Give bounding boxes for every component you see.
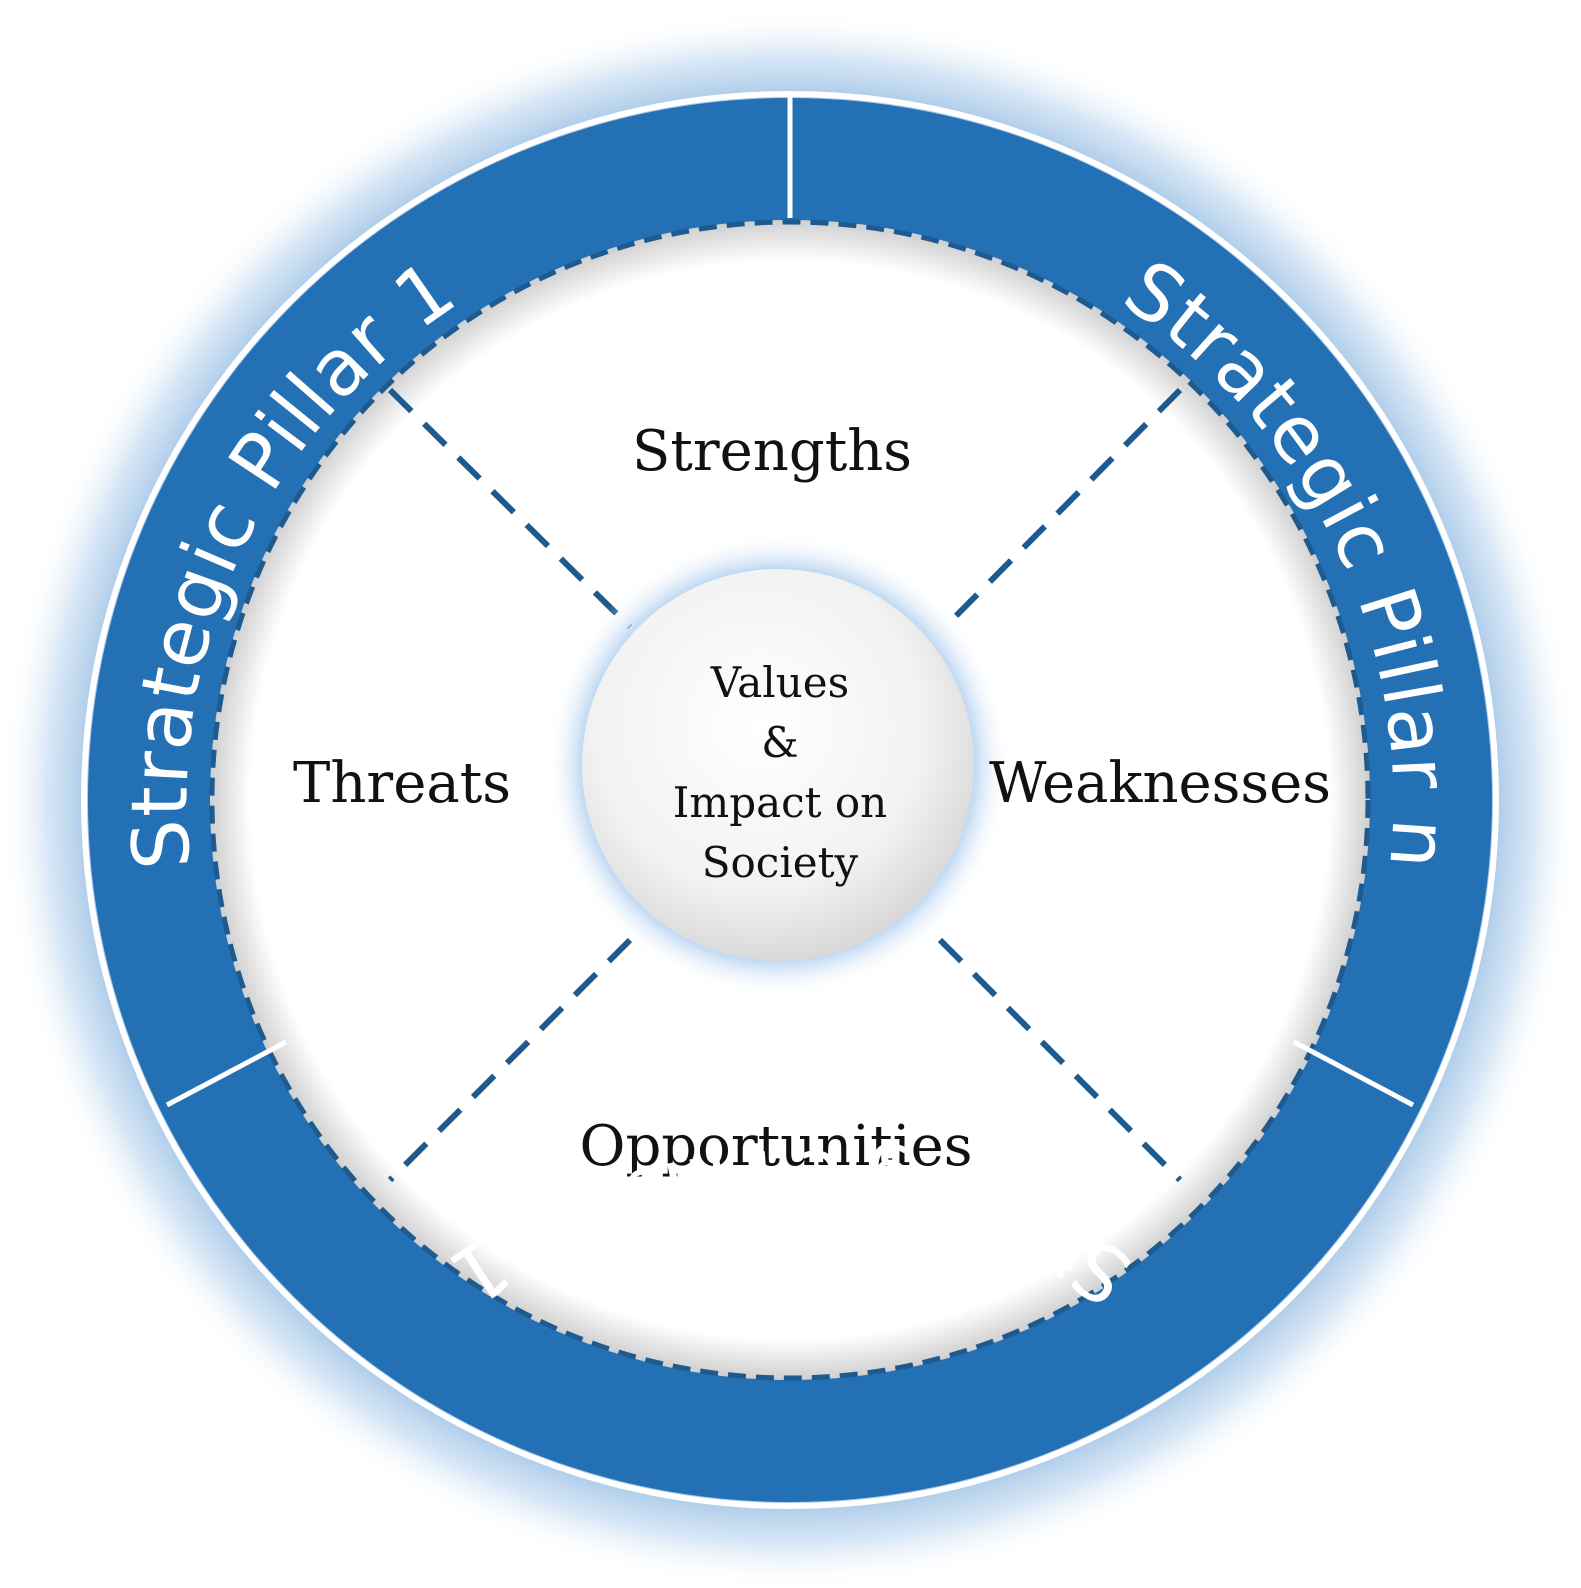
quadrant-opportunities: Opportunities (580, 1114, 973, 1179)
center-label-line-2: & (761, 718, 798, 767)
pillar-ring-outer-edge (81, 91, 1499, 1509)
quadrant-strengths: Strengths (632, 419, 912, 484)
center-label-line-1: Values (710, 658, 849, 707)
center-disc (582, 569, 974, 961)
center-label-line-3: Impact on (673, 778, 887, 827)
quadrant-weaknesses: Weaknesses (989, 751, 1331, 816)
center-label-line-4: Society (702, 838, 859, 887)
ring-separator-right (1292, 1039, 1415, 1108)
divider-top-left (387, 387, 633, 630)
swot-disc-dashed-border (209, 219, 1371, 1381)
divider-top-right (942, 387, 1183, 630)
divider-bottom-right (937, 937, 1183, 1183)
quadrant-threats: Threats (293, 751, 511, 816)
ring-separator-left (165, 1039, 288, 1108)
divider-bottom-left (387, 937, 633, 1183)
